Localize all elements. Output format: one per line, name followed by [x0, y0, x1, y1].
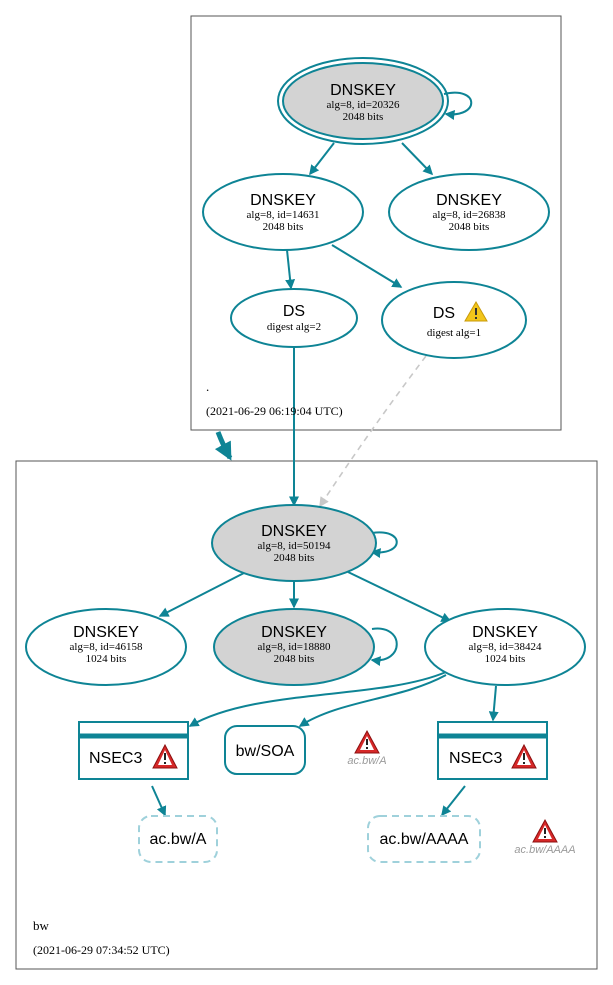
node-size-label: 2048 bits	[263, 221, 304, 233]
node-label: ac.bw/AAAA	[380, 831, 469, 848]
node-detail-label: digest alg=2	[267, 321, 321, 333]
warning-triangle-icon[interactable]	[464, 301, 488, 322]
node-detail-label: alg=8, id=20326	[327, 99, 400, 111]
nsec3-node-left[interactable]: NSEC3	[78, 721, 189, 780]
nsec3-node-right[interactable]: NSEC3	[437, 721, 548, 780]
node-type-label: DNSKEY	[261, 624, 327, 641]
edge-zsk2-self	[370, 627, 398, 666]
node-type-label: DNSKEY	[472, 624, 538, 641]
edge-nsec3left-aca	[151, 785, 167, 817]
node-size-label: 2048 bits	[274, 653, 315, 665]
edge-ksk-self	[443, 91, 473, 120]
edge-nsec3right-acaaaa	[441, 785, 466, 817]
root-zone-timestamp: (2021-06-29 06:19:04 UTC)	[206, 404, 343, 418]
node-size-label: 2048 bits	[274, 552, 315, 564]
node-detail-label: alg=8, id=26838	[433, 209, 506, 221]
delegation-arrow	[214, 431, 233, 461]
error-triangle-icon[interactable]	[354, 729, 380, 754]
ds-node-digest1[interactable]: DS digest alg=1	[381, 281, 527, 359]
error-triangle-icon[interactable]	[152, 743, 178, 769]
dnskey-node-bw-zsk2[interactable]: DNSKEY alg=8, id=18880 2048 bits	[213, 608, 375, 686]
ac-a-node[interactable]: ac.bw/A	[138, 815, 218, 863]
node-label: NSEC3	[449, 750, 502, 767]
edge-bwksk-zsk3	[347, 571, 452, 622]
bw-zone-timestamp: (2021-06-29 07:34:52 UTC)	[33, 943, 170, 957]
dnskey-node-bw-zsk3[interactable]: DNSKEY alg=8, id=38424 1024 bits	[424, 608, 586, 686]
error-triangle-icon[interactable]	[511, 743, 537, 769]
error-triangle-icon[interactable]	[532, 818, 558, 843]
edge-ksk-zsk2	[401, 142, 434, 176]
edge-zsk3-soa	[298, 674, 447, 727]
node-type-label: DNSKEY	[436, 192, 502, 209]
node-label: ac.bw/A	[150, 831, 207, 848]
node-label: bw/SOA	[236, 743, 295, 760]
edge-ds1-bwksk-insecure	[319, 355, 427, 508]
node-size-label: 1024 bits	[86, 653, 127, 665]
edge-ksk-zsk1	[309, 142, 335, 176]
warning-ac-aaaa[interactable]: ac.bw/AAAA	[514, 818, 576, 856]
node-detail-label: alg=8, id=46158	[70, 641, 143, 653]
warning-ac-a[interactable]: ac.bw/A	[347, 729, 387, 767]
node-label: NSEC3	[89, 750, 142, 767]
bw-zone-name: bw	[33, 918, 50, 933]
dnskey-node-root-zsk2[interactable]: DNSKEY alg=8, id=26838 2048 bits	[388, 173, 550, 251]
soa-node[interactable]: bw/SOA	[224, 725, 306, 775]
node-detail-label: alg=8, id=50194	[258, 540, 331, 552]
edge-zsk3-nsec3left	[188, 671, 447, 727]
ac-aaaa-node[interactable]: ac.bw/AAAA	[367, 815, 481, 863]
node-size-label: 2048 bits	[343, 111, 384, 123]
dnskey-node-bw-ksk[interactable]: DNSKEY alg=8, id=50194 2048 bits	[211, 504, 377, 582]
ds-node-digest2[interactable]: DS digest alg=2	[230, 288, 358, 348]
edge-bwksk-self	[370, 531, 398, 558]
node-detail-label: alg=8, id=18880	[258, 641, 331, 653]
edge-bwksk-zsk1	[158, 572, 245, 617]
dnskey-node-bw-zsk1[interactable]: DNSKEY alg=8, id=46158 1024 bits	[25, 608, 187, 686]
node-type-label: DNSKEY	[261, 523, 327, 540]
node-detail-label: alg=8, id=38424	[469, 641, 542, 653]
node-size-label: 2048 bits	[449, 221, 490, 233]
node-detail-label: digest alg=1	[427, 327, 481, 339]
dnskey-node-root-zsk1[interactable]: DNSKEY alg=8, id=14631 2048 bits	[202, 173, 364, 251]
node-type-label: DNSKEY	[330, 82, 396, 99]
warning-label: ac.bw/AAAA	[514, 844, 575, 856]
node-type-label: DNSKEY	[250, 192, 316, 209]
edge-zsk1-ds2	[285, 249, 296, 290]
node-type-label: DS	[433, 305, 455, 322]
node-detail-label: alg=8, id=14631	[247, 209, 320, 221]
node-type-label: DNSKEY	[73, 624, 139, 641]
node-type-label: DS	[283, 303, 305, 320]
bw-edges	[151, 531, 499, 817]
edge-zsk3-nsec3right	[488, 685, 499, 722]
root-edges	[285, 91, 473, 507]
node-size-label: 1024 bits	[485, 653, 526, 665]
edge-zsk1-ds1	[331, 244, 403, 288]
dnskey-node-root-ksk[interactable]: DNSKEY alg=8, id=20326 2048 bits	[277, 57, 449, 145]
warning-label: ac.bw/A	[347, 755, 386, 767]
root-zone-name: .	[206, 379, 209, 394]
